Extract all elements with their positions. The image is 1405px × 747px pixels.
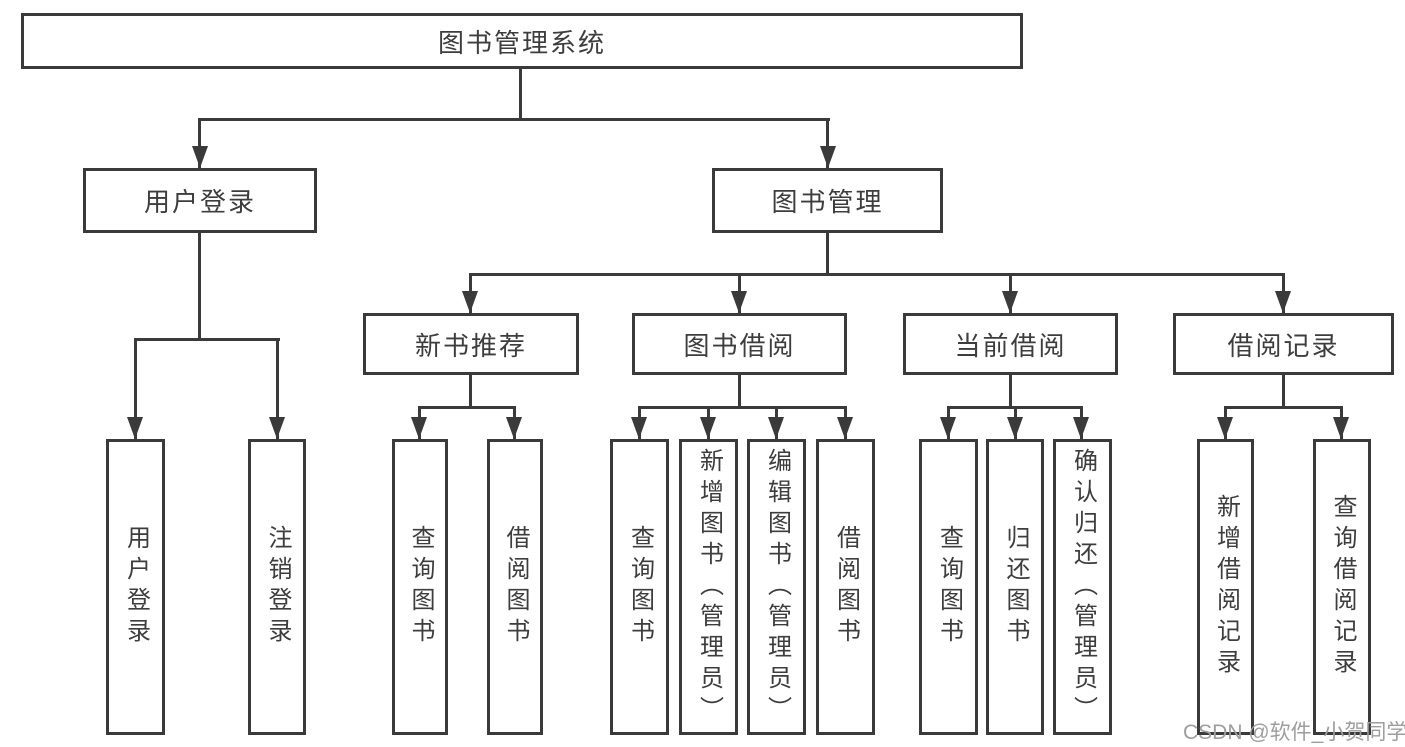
arrow-down-icon: [192, 146, 208, 168]
leaf-borrow-books-recommend: 借阅图书: [487, 439, 543, 735]
connector-line: [826, 118, 829, 168]
node-new-book-recommend-label: 新书推荐: [414, 330, 527, 361]
arrow-down-icon: [127, 417, 143, 439]
arrow-down-icon: [462, 291, 478, 313]
leaf-add-books-admin-label: 新增图书（管理员）: [695, 447, 723, 727]
arrow-down-icon: [700, 417, 716, 439]
node-new-book-recommend: 新书推荐: [363, 313, 579, 375]
arrow-down-icon: [1333, 417, 1349, 439]
leaf-query-books-current: 查询图书: [919, 439, 978, 735]
connector-line: [469, 375, 472, 408]
arrow-down-icon: [1007, 417, 1023, 439]
arrow-down-icon: [269, 417, 285, 439]
arrow-down-icon: [411, 417, 427, 439]
leaf-borrow-books: 借阅图书: [816, 439, 875, 735]
arrow-down-icon: [506, 417, 522, 439]
leaf-query-books-current-label: 查询图书: [935, 525, 963, 649]
watermark: CSDN @软件_小贺同学: [1183, 721, 1405, 744]
node-borrow-records: 借阅记录: [1173, 313, 1394, 375]
connector-line: [198, 118, 201, 168]
connector-line: [1282, 375, 1285, 408]
arrow-down-icon: [837, 417, 853, 439]
leaf-query-books-borrow: 查询图书: [610, 439, 669, 735]
arrow-down-icon: [631, 417, 647, 439]
connector-line: [198, 233, 201, 340]
leaf-user-login-label: 用户登录: [122, 525, 150, 649]
connector-line: [134, 338, 280, 341]
arrow-down-icon: [1002, 291, 1018, 313]
leaf-edit-books-admin: 编辑图书（管理员）: [747, 439, 806, 735]
arrow-down-icon: [820, 146, 836, 168]
leaf-confirm-return-admin: 确认归还（管理员）: [1053, 439, 1112, 735]
leaf-logout-label: 注销登录: [264, 525, 291, 649]
leaf-query-borrow-record-label: 查询借阅记录: [1329, 494, 1356, 680]
leaf-add-borrow-record-label: 新增借阅记录: [1212, 494, 1240, 680]
leaf-borrow-books-label: 借阅图书: [832, 525, 860, 649]
leaf-query-books-recommend: 查询图书: [392, 439, 448, 735]
connector-line: [826, 233, 829, 275]
leaf-logout: 注销登录: [248, 439, 306, 735]
arrow-down-icon: [731, 291, 747, 313]
arrow-down-icon: [940, 417, 956, 439]
node-book-borrowing-label: 图书借阅: [683, 330, 796, 361]
node-book-borrowing: 图书借阅: [632, 313, 847, 375]
connector-line: [519, 69, 522, 120]
arrow-down-icon: [1275, 291, 1291, 313]
connector-line: [738, 375, 741, 408]
arrow-down-icon: [1217, 417, 1233, 439]
arrow-down-icon: [768, 417, 784, 439]
leaf-add-books-admin: 新增图书（管理员）: [679, 439, 738, 735]
node-current-borrowing-label: 当前借阅: [954, 330, 1067, 361]
connector-line: [1009, 375, 1012, 408]
leaf-edit-books-admin-label: 编辑图书（管理员）: [763, 447, 791, 727]
leaf-query-borrow-record: 查询借阅记录: [1313, 439, 1371, 735]
node-book-management: 图书管理: [712, 168, 943, 233]
leaf-confirm-return-admin-label: 确认归还（管理员）: [1069, 447, 1097, 727]
connector-line: [418, 406, 516, 409]
leaf-add-borrow-record: 新增借阅记录: [1197, 439, 1254, 735]
leaf-return-books-label: 归还图书: [1002, 525, 1029, 649]
connector-line: [1224, 406, 1342, 409]
leaf-return-books: 归还图书: [986, 439, 1044, 735]
connector-line: [638, 406, 847, 409]
node-book-management-label: 图书管理: [771, 187, 884, 217]
leaf-borrow-books-recommend-label: 借阅图书: [502, 525, 529, 649]
node-current-borrowing: 当前借阅: [903, 313, 1118, 375]
node-user-login: 用户登录: [83, 168, 317, 233]
node-root-label: 图书管理系统: [437, 27, 606, 58]
connector-line: [276, 338, 279, 439]
leaf-query-books-recommend-label: 查询图书: [407, 525, 434, 649]
connector-line: [134, 338, 137, 439]
arrow-down-icon: [1073, 417, 1089, 439]
connector-line: [469, 273, 1285, 276]
node-borrow-records-label: 借阅记录: [1227, 330, 1340, 361]
leaf-query-books-borrow-label: 查询图书: [626, 525, 654, 649]
node-root: 图书管理系统: [21, 13, 1023, 69]
connector-line: [198, 118, 830, 121]
node-user-login-label: 用户登录: [143, 187, 256, 217]
leaf-user-login: 用户登录: [106, 439, 165, 735]
